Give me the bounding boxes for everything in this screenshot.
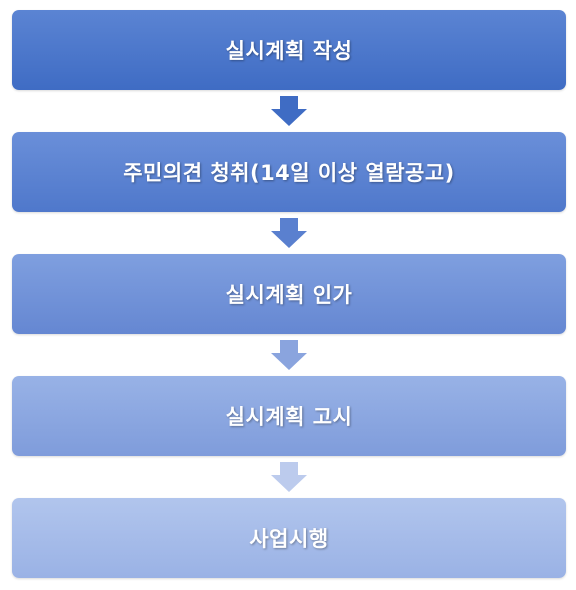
step-plan-notice: 실시계획 고시 — [12, 376, 566, 456]
down-arrow-icon — [271, 340, 307, 370]
step-plan-approval: 실시계획 인가 — [12, 254, 566, 334]
step-label: 실시계획 인가 — [225, 283, 353, 307]
step-resident-opinion-hearing: 주민의견 청취(14일 이상 열람공고) — [12, 132, 566, 212]
step-label: 주민의견 청취(14일 이상 열람공고) — [123, 161, 455, 185]
down-arrow-icon — [271, 462, 307, 492]
step-plan-preparation: 실시계획 작성 — [12, 10, 566, 90]
step-label: 실시계획 고시 — [225, 405, 353, 429]
down-arrow-icon — [271, 218, 307, 248]
step-project-execution: 사업시행 — [12, 498, 566, 578]
step-label: 사업시행 — [249, 527, 329, 551]
down-arrow-icon — [271, 96, 307, 126]
step-label: 실시계획 작성 — [225, 39, 353, 63]
